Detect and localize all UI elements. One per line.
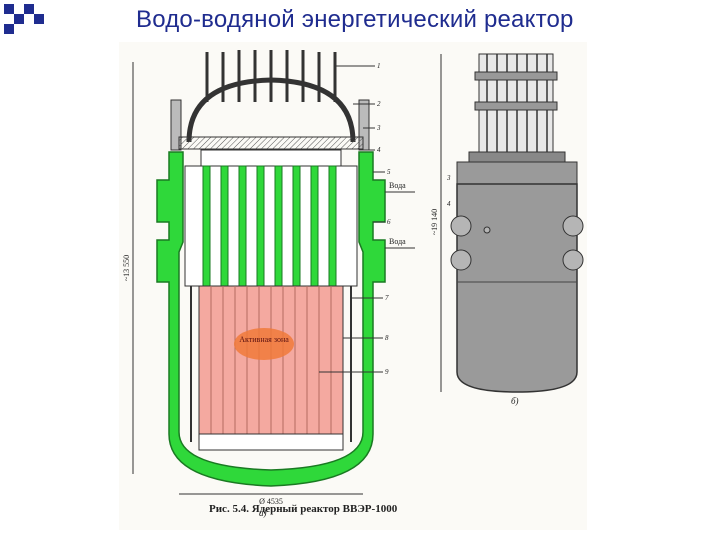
callout-7: 7 <box>385 294 389 302</box>
protective-tube-block <box>184 165 358 287</box>
callout-1: 1 <box>377 62 381 70</box>
callout-4: 4 <box>377 146 381 154</box>
title-bar: Водо-водяной энергетический реактор <box>0 0 720 40</box>
callout-2: 2 <box>377 100 381 108</box>
bullet-square-icon <box>34 14 44 24</box>
callout-9: 9 <box>385 368 389 376</box>
label-a: а) <box>259 508 267 518</box>
width-dimension-a: Ø 4535 <box>259 497 283 506</box>
label-b: б) <box>511 396 519 406</box>
upper-block <box>178 136 364 150</box>
height-dimension-a: ~13 550 <box>122 255 131 281</box>
core-highlight <box>234 328 294 360</box>
reactor-section-a: Активная зона ~13 550 Ø 4535 а) Вода Вод… <box>122 50 415 518</box>
bullet-square-icon <box>24 4 34 14</box>
nozzles <box>450 215 584 271</box>
water-outlet-label: Вода <box>389 237 406 246</box>
reactor-drawing: Активная зона ~13 550 Ø 4535 а) Вода Вод… <box>122 50 584 518</box>
page-title: Водо-водяной энергетический реактор <box>136 6 574 33</box>
callout-5: 5 <box>387 168 391 176</box>
height-dimension-b: ~19 140 <box>430 209 439 235</box>
core-label: Активная зона <box>239 335 289 344</box>
guide-tubes <box>202 165 337 287</box>
callout-8: 8 <box>385 334 389 342</box>
callouts-a: 1 2 3 4 5 6 7 8 9 <box>319 62 391 376</box>
lower-support <box>198 433 344 451</box>
callout-b-3: 3 <box>446 174 451 182</box>
reactor-figure: Активная зона ~13 550 Ø 4535 а) Вода Вод… <box>119 42 587 530</box>
callout-b-4: 4 <box>447 200 451 208</box>
callout-3: 3 <box>376 124 381 132</box>
fuel-assemblies <box>210 286 332 434</box>
vessel-flange <box>456 161 578 185</box>
callout-6: 6 <box>387 218 391 226</box>
vessel-body <box>456 183 578 393</box>
bullet-square-icon <box>4 24 14 34</box>
reactor-view-b: ~19 140 3 4 б) <box>430 53 584 406</box>
water-inlet-label: Вода <box>389 181 406 190</box>
upper-grid <box>200 149 342 167</box>
bullet-square-icon <box>4 4 14 14</box>
vessel-wall-green <box>156 151 386 487</box>
figure-caption: Рис. 5.4. Ядерный реактор ВВЭР-1000 <box>209 503 398 515</box>
reactor-head <box>186 77 356 143</box>
drive-rods <box>170 50 370 151</box>
bullet-square-icon <box>14 14 24 24</box>
callouts-b: 3 4 <box>446 174 451 208</box>
